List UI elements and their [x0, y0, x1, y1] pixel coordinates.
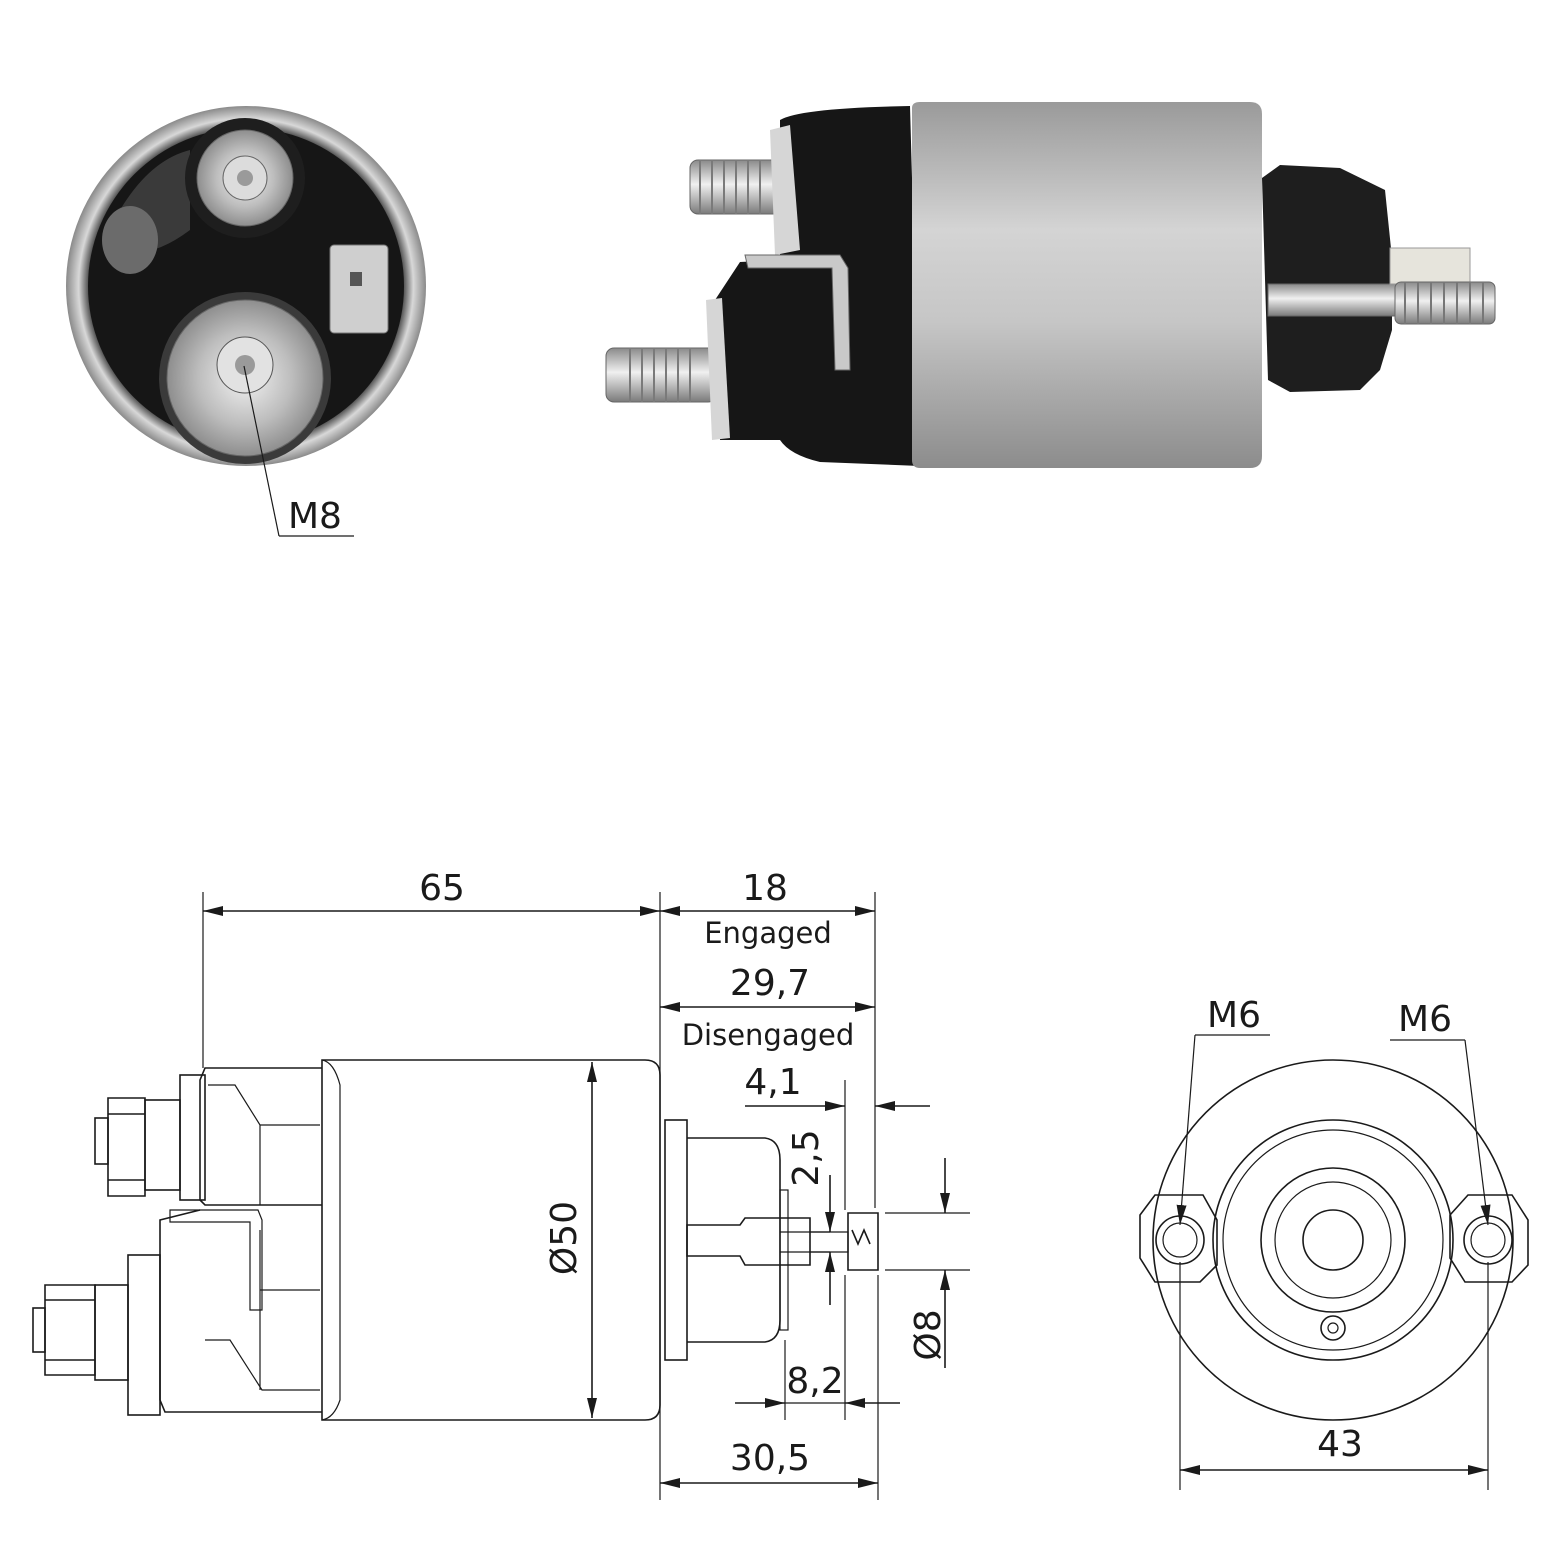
dim-30-5: 30,5: [730, 1438, 810, 1479]
m6-left-leader: [1176, 1034, 1196, 1226]
m6-right-leader: [1464, 1039, 1491, 1226]
dim-dia8: Ø8: [908, 1309, 949, 1360]
label-engaged: Engaged: [704, 916, 832, 950]
end-pin-inner: [1327, 1322, 1339, 1334]
rear-boot-outline: [687, 1137, 781, 1343]
plunger-sleeve: [1389, 247, 1471, 285]
upper-terminal-stud: [237, 170, 253, 186]
drawing-cap-lower: [159, 1209, 322, 1413]
end-plunger-bore: [1302, 1209, 1364, 1271]
m6-right-label: M6: [1398, 999, 1452, 1040]
m8-callout: M8: [243, 365, 354, 537]
rear-boot-lip: [779, 1189, 789, 1331]
dim-18: 18: [742, 868, 788, 909]
end-hex-right: [1449, 1194, 1529, 1283]
plunger-rod: [1267, 283, 1404, 317]
dim-29-7: 29,7: [730, 963, 810, 1004]
upper-washer: [144, 1099, 181, 1191]
end-hex-left: [1139, 1194, 1218, 1283]
end-inner-circle: [1212, 1119, 1454, 1361]
side-drawing: 65 18 Engaged 29,7 Disengaged 4,1 2,5 Ø5…: [32, 868, 970, 1500]
rear-rubber-boot: [1262, 165, 1392, 392]
plunger-threads: [1404, 282, 1484, 324]
housing-crimp: [321, 1059, 341, 1421]
label-disengaged: Disengaged: [682, 1018, 855, 1052]
dim-dia50: Ø50: [544, 1201, 585, 1275]
drawing-spade: [169, 1209, 263, 1311]
lower-terminal-ring: [706, 298, 730, 440]
upper-stud: [94, 1117, 109, 1165]
end-boss-outer: [1260, 1167, 1406, 1313]
upper-terminal-ring: [770, 125, 800, 255]
m6-left-label: M6: [1207, 995, 1261, 1036]
dim-8-2: 8,2: [786, 1361, 843, 1402]
lower-bolt: [605, 347, 717, 403]
side-view-photo: [605, 102, 1496, 468]
front-view-photo: [66, 106, 426, 466]
lower-washer: [94, 1284, 129, 1381]
cap-detail-upper: [208, 1084, 320, 1205]
side-black-cap: [715, 106, 920, 466]
cap-reflection: [102, 206, 158, 274]
end-inner-ring: [1222, 1129, 1444, 1351]
m8-leader-line: [243, 365, 280, 537]
lower-terminal-stud: [235, 355, 255, 375]
dim-4-1: 4,1: [744, 1062, 801, 1103]
lower-flange: [127, 1254, 161, 1416]
end-hole-left-inner: [1162, 1222, 1198, 1258]
drawing-housing: [321, 1059, 661, 1421]
end-boss-inner: [1274, 1181, 1392, 1299]
lower-bolt-threads: [629, 348, 691, 402]
spade-terminal: [329, 244, 389, 334]
upper-flange: [179, 1074, 206, 1201]
upper-nut: [107, 1097, 146, 1197]
end-outer-circle: [1152, 1059, 1514, 1421]
m8-label: M8: [288, 496, 342, 537]
lower-nut: [44, 1284, 96, 1376]
drawing-plunger: [686, 1217, 811, 1266]
rear-flange: [664, 1119, 688, 1361]
plunger-neck: [810, 1231, 849, 1253]
end-hole-right-inner: [1470, 1222, 1506, 1258]
dim-65: 65: [419, 868, 465, 909]
side-silver-housing: [912, 102, 1262, 468]
drawing-cap-upper: [199, 1067, 322, 1206]
side-spade-terminal: [744, 254, 851, 371]
end-drawing: M6 M6 43: [1139, 995, 1529, 1490]
end-pin: [1320, 1315, 1346, 1341]
dim-2-5: 2,5: [786, 1129, 827, 1186]
lower-stud: [32, 1307, 46, 1353]
spade-hole: [350, 272, 362, 286]
plunger-tip: [847, 1212, 879, 1271]
upper-bolt-threads: [699, 160, 761, 214]
dim-43: 43: [1317, 1424, 1363, 1465]
